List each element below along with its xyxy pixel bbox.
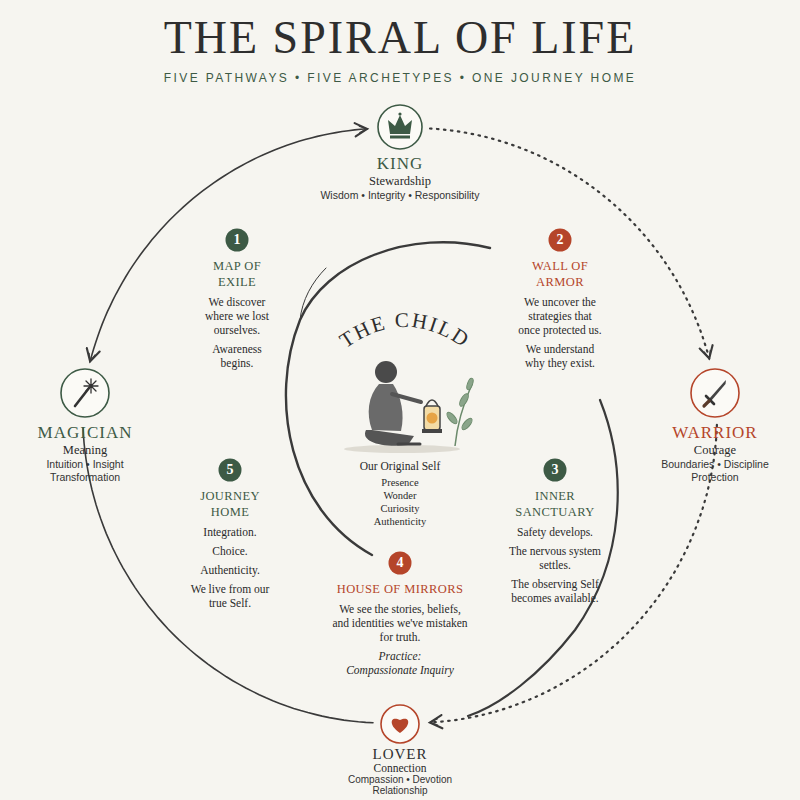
lantern [422,400,442,433]
sprig [445,378,474,446]
node-caption: INNER SANCTUARY Safety develops. The nervo… [496,488,614,605]
archetype-name: WARRIOR [645,423,785,443]
step-marker: WALL OF ARMORWe uncover the strategies t… [548,228,572,252]
archetype-badge: LOVERConnectionCompassion • Devotion Rel… [379,703,421,745]
callout-number: 3 [543,458,567,482]
archetype-quality: Stewardship [285,174,515,189]
child-quality: Wonder [320,489,480,502]
step-text: Authenticity. [188,563,272,577]
child-illustration [365,361,421,446]
archetype-name: LOVER [330,747,470,762]
child-caption: Our Original Self [320,459,480,473]
node-caption: MAP OF EXILE We discover where we lost ou… [195,258,279,370]
archetype-icon [379,703,421,745]
diagram-title: THE SPIRAL OF LIFE [0,10,800,66]
child-quality: Presence [320,476,480,489]
step-text: We understand why they exist. [518,342,602,370]
step-heading: MAP OF EXILE [195,258,279,290]
step-text: Choice. [188,544,272,558]
step-text: We uncover the strategies that once prot… [518,295,602,337]
child-title-path: THE CHILD [335,308,475,353]
step-heading: WALL OF ARMOR [518,258,602,290]
archetype-quality: Connection [330,762,470,774]
cycle-arrow [430,129,709,359]
archetype-icon [376,103,424,151]
callout-number: 2 [548,228,572,252]
archetype-traits: Compassion • Devotion Relationship [330,774,470,796]
node-caption: JOURNEY HOME Integration. Choice. Authentic… [188,488,272,610]
step-text: Safety develops. [496,525,614,539]
archetype-icon [59,367,111,419]
archetype-icon [689,367,741,419]
cycle-arrow [90,129,367,362]
subtitle: FIVE PATHWAYS • FIVE ARCHETYPES • ONE JO… [100,70,700,86]
node-caption: HOUSE OF MIRRORS We see the stories, beli… [330,581,470,677]
child-title: THE CHILD [335,308,475,353]
step-text: We discover where we lost ourselves. [195,295,279,337]
step-heading: JOURNEY HOME [188,488,272,520]
cycle-arrow [83,428,373,723]
spiral-arm [468,400,618,716]
archetype-quality: Courage [645,443,785,458]
archetype-badge: MAGICIANMeaningIntuition • Insight Trans… [59,367,111,419]
archetype-traits: Intuition • Insight Transformation [23,458,147,484]
archetype-badge: KINGStewardshipWisdom • Integrity • Resp… [376,103,424,151]
child-quality: Authenticity [320,515,480,528]
archetype-traits: Boundaries • Discipline Protection [645,458,785,484]
step-marker: HOUSE OF MIRRORSWe see the stories, beli… [388,551,412,575]
archetype-traits: Wisdom • Integrity • Responsibility [285,189,515,202]
step-marker: JOURNEY HOMEIntegration.Choice.Authentic… [218,458,242,482]
step-marker: INNER SANCTUARYSafety develops.The nervo… [543,458,567,482]
child-quality: Curiosity [320,502,480,515]
ground-shadow [344,445,460,453]
callout-number: 5 [218,458,242,482]
node-caption: LOVERConnectionCompassion • Devotion Rel… [330,747,470,796]
callout-number: 4 [388,551,412,575]
archetype-name: KING [285,154,515,174]
step-heading: HOUSE OF MIRRORS [330,581,470,597]
archetype-quality: Meaning [23,443,147,458]
step-marker: MAP OF EXILEWe discover where we lost ou… [225,228,249,252]
archetype-badge: WARRIORCourageBoundaries • Discipline Pr… [689,367,741,419]
node-caption: KINGStewardshipWisdom • Integrity • Resp… [285,154,515,202]
spiral-arm [300,268,326,320]
step-text: The observing Self becomes available. [496,577,614,605]
archetype-name: MAGICIAN [23,423,147,443]
node-caption: WALL OF ARMOR We uncover the strategies t… [518,258,602,370]
step-text: Practice: Compassionate Inquiry [344,649,456,677]
callout-number: 1 [225,228,249,252]
step-text: The nervous system settles. [496,544,614,572]
spiral-arm [286,242,490,555]
step-text: Awareness begins. [195,342,279,370]
step-text: Integration. [188,525,272,539]
step-text: We live from our true Self. [188,582,272,610]
step-text: We see the stories, beliefs, and identit… [330,602,470,644]
node-caption: MAGICIANMeaningIntuition • Insight Trans… [23,423,147,484]
node-caption: WARRIORCourageBoundaries • Discipline Pr… [645,423,785,484]
step-heading: INNER SANCTUARY [496,488,614,520]
